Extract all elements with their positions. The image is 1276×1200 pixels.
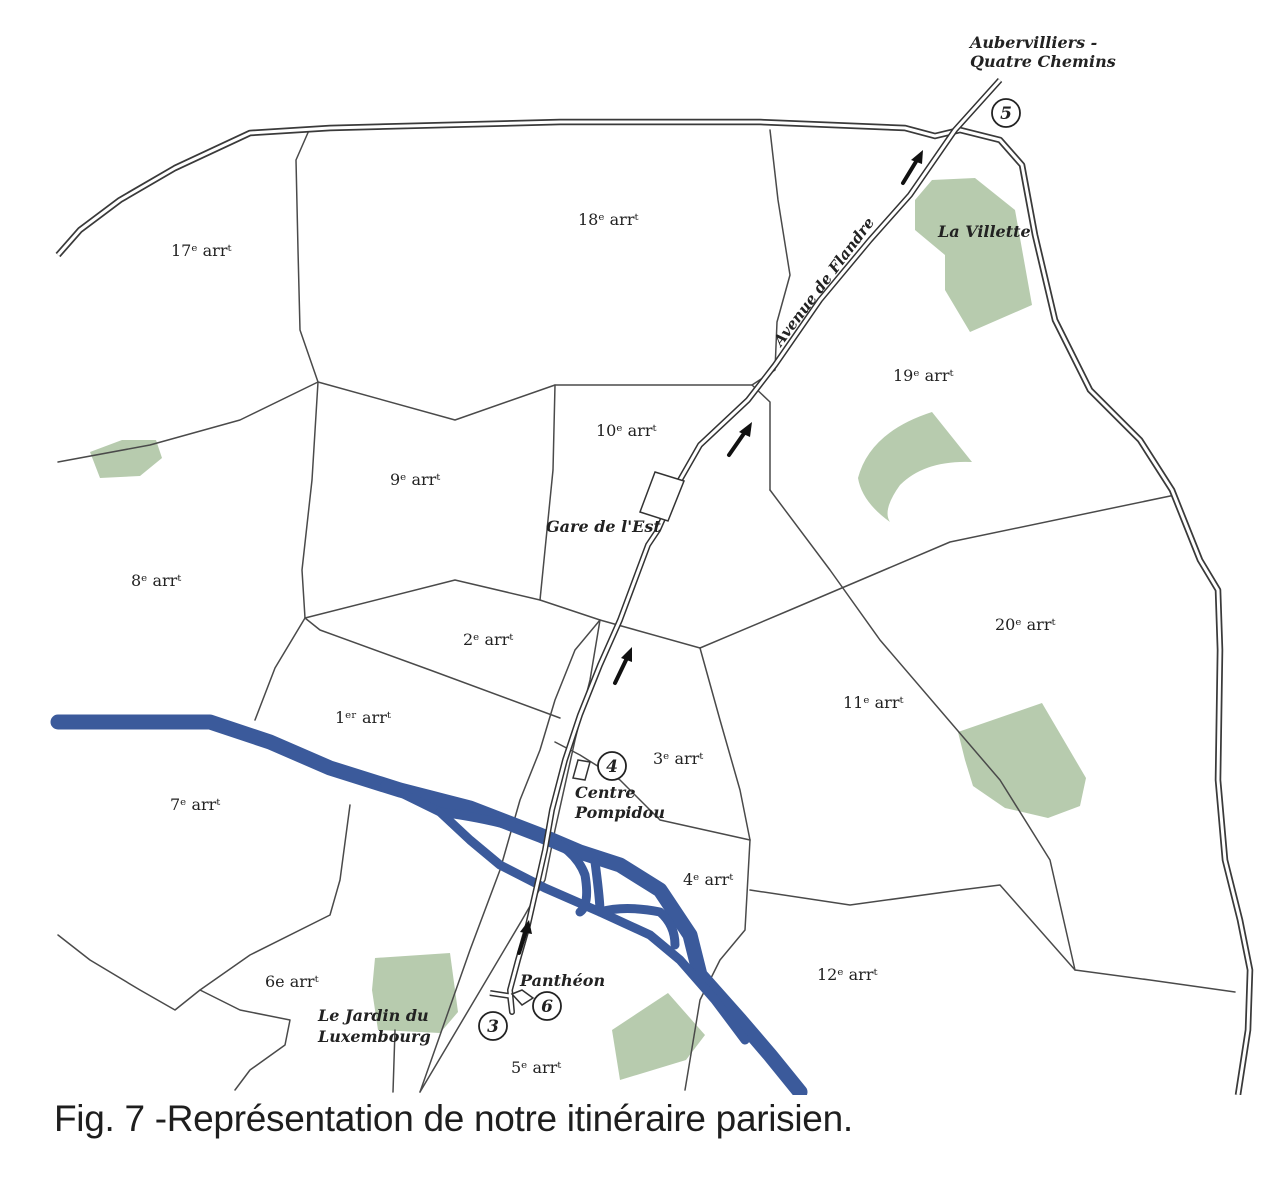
label-pantheon: Panthéon [519,971,605,990]
park-luxembourg [372,953,458,1033]
park-buttes-chaumont [858,412,972,522]
label-avenue-de-flandre: Avenue de Flandre [769,214,878,351]
district-label-10: 10ᵉ arrᵗ [596,421,656,440]
route [489,77,1003,1015]
stop-marker-5: 5 [991,98,1021,128]
label-centre: Centre [575,783,636,802]
label-gare-de-l-est: Gare de l'Est [546,517,661,536]
label-pompidou: Pompidou [574,803,665,822]
map-area: 17ᵉ arrᵗ 18ᵉ arrᵗ 19ᵉ arrᵗ 10ᵉ arrᵗ 9ᵉ a… [50,33,1254,1095]
district-label-20: 20ᵉ arrᵗ [995,615,1055,634]
district-label-9: 9ᵉ arrᵗ [390,470,440,489]
river-island-loop [435,807,592,917]
arrondissement-boundaries [57,127,1236,1093]
peripherique [55,118,1254,1095]
arrow-icon [613,647,632,685]
river-island-loop-2 [590,857,680,950]
buildings [510,471,685,1006]
stop-markers: 5 4 6 3 [478,98,1021,1041]
district-label-18: 18ᵉ arrᵗ [578,210,638,229]
label-luxembourg: Luxembourg [317,1027,431,1046]
park-jardin-des-plantes [612,993,705,1080]
building-pantheon [510,989,535,1006]
district-label-8: 8ᵉ arrᵗ [131,571,181,590]
district-label-12: 12ᵉ arrᵗ [817,965,877,984]
river-main-channel [50,714,808,1095]
district-labels: 17ᵉ arrᵗ 18ᵉ arrᵗ 19ᵉ arrᵗ 10ᵉ arrᵗ 9ᵉ a… [131,210,1055,1077]
stop-marker-3: 3 [478,1011,508,1041]
district-label-3: 3ᵉ arrᵗ [653,749,703,768]
figure-caption: Fig. 7 -Représentation de notre itinérai… [54,1098,853,1139]
seine-river [50,714,808,1095]
label-aubervilliers: Aubervilliers - [968,33,1097,52]
arrow-icon [517,920,532,955]
district-label-4: 4ᵉ arrᵗ [683,870,733,889]
park-monceau [90,440,162,478]
district-label-17: 17ᵉ arrᵗ [171,241,231,260]
district-label-5: 5ᵉ arrᵗ [511,1058,561,1077]
place-labels: Aubervilliers - Quatre Chemins La Villet… [317,33,1116,1046]
stop-marker-6: 6 [532,991,562,1021]
paris-map: 17ᵉ arrᵗ 18ᵉ arrᵗ 19ᵉ arrᵗ 10ᵉ arrᵗ 9ᵉ a… [50,33,1254,1095]
label-quatre-chemins: Quatre Chemins [970,52,1116,71]
svg-text:4: 4 [606,757,618,777]
label-la-villette: La Villette [937,222,1031,241]
arrow-icon [901,150,923,185]
district-label-1: 1ᵉʳ arrᵗ [335,708,391,727]
district-label-7: 7ᵉ arrᵗ [170,795,220,814]
label-jardin-du: Le Jardin du [317,1006,429,1025]
svg-text:5: 5 [1000,104,1012,124]
parks [90,178,1086,1080]
district-label-6: 6e arrᵗ [265,972,319,991]
arrow-icon [727,422,752,457]
district-label-19: 19ᵉ arrᵗ [893,366,953,385]
building-gare-de-l-est [639,471,685,522]
park-pere-lachaise [958,703,1086,818]
stop-marker-4: 4 [597,751,627,781]
svg-text:6: 6 [541,997,553,1017]
district-label-11: 11ᵉ arrᵗ [843,693,903,712]
building-centre-pompidou [572,759,591,781]
district-label-2: 2ᵉ arrᵗ [463,630,513,649]
river-left-channel [380,780,750,1045]
park-la-villette [915,178,1032,332]
route-arrows [517,150,923,955]
svg-text:3: 3 [487,1017,499,1037]
